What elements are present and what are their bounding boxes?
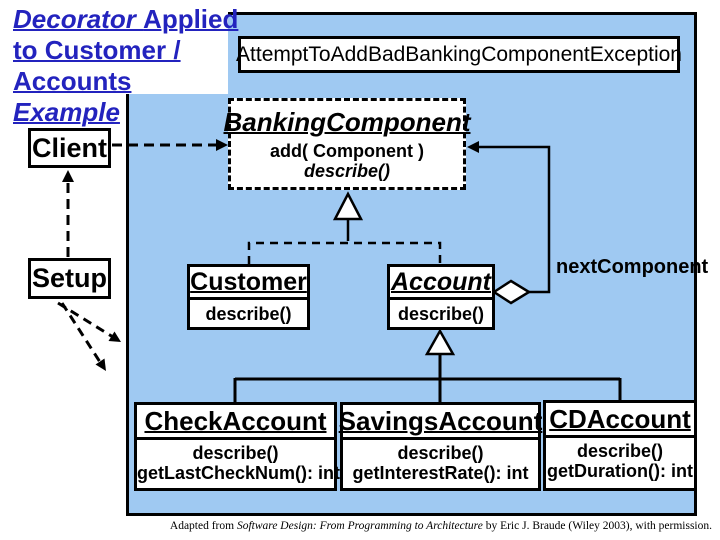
caption-suffix: by Eric J. Braude (Wiley 2003), with per…	[482, 520, 712, 532]
setup-client-dependency-arrow	[62, 170, 74, 257]
setup-dependency-arrow-1	[57, 301, 121, 342]
slide-title-line: Accounts	[13, 66, 132, 96]
banking-component-name: BankingComponent	[223, 106, 471, 137]
slide-title-line: to Customer /	[13, 35, 181, 65]
title-background	[8, 2, 228, 94]
caption-prefix: Adapted from	[169, 520, 237, 532]
attribution-caption: Adapted from Software Design: From Progr…	[170, 520, 712, 532]
slide-title-line: Example	[13, 97, 120, 127]
account-method-describe: describe()	[397, 304, 485, 324]
setup-label: Setup	[31, 263, 107, 293]
savings-account-class-name: SavingsAccount	[338, 405, 543, 436]
cd-account-method-getduration: getDuration(): int	[547, 461, 693, 481]
customer-class-name: Customer	[190, 267, 307, 296]
cd-account-method-describe: describe()	[576, 441, 664, 461]
banking-component-class-box: BankingComponent add( Component ) descri…	[223, 98, 471, 190]
exception-class-box: AttemptToAddBadBankingComponentException	[236, 36, 682, 73]
check-account-method-getlastchecknum: getLastCheckNum(): int	[137, 463, 341, 483]
setup-box: Setup	[28, 258, 111, 299]
savings-account-method-getinterestrate: getInterestRate(): int	[352, 463, 529, 483]
banking-component-method-describe: describe()	[303, 161, 391, 181]
check-account-method-describe: describe()	[192, 443, 279, 463]
cd-account-class-name: CDAccount	[549, 403, 691, 434]
check-account-class-name: CheckAccount	[144, 405, 327, 436]
account-class-name: Account	[391, 267, 491, 296]
client-box: Client	[28, 128, 111, 168]
customer-class-box: Customer describe()	[187, 264, 310, 330]
savings-account-class-box: SavingsAccount describe() getInterestRat…	[338, 402, 543, 491]
client-label: Client	[31, 132, 107, 163]
customer-method-describe: describe()	[205, 304, 292, 324]
exception-class-name: AttemptToAddBadBankingComponentException	[236, 42, 682, 66]
setup-dependency-arrow-2	[60, 302, 106, 371]
savings-account-method-describe: describe()	[397, 443, 484, 463]
banking-component-method-add: add( Component )	[270, 141, 424, 161]
next-component-label: nextComponent	[556, 256, 709, 278]
caption-book-title: Software Design: From Programming to Arc…	[236, 520, 483, 532]
account-class-box: Account describe()	[387, 264, 495, 330]
slide-title-line: Decorator Applied	[13, 4, 239, 34]
cd-account-class-box: CDAccount describe() getDuration(): int	[543, 400, 697, 491]
check-account-class-box: CheckAccount describe() getLastCheckNum(…	[134, 402, 341, 491]
